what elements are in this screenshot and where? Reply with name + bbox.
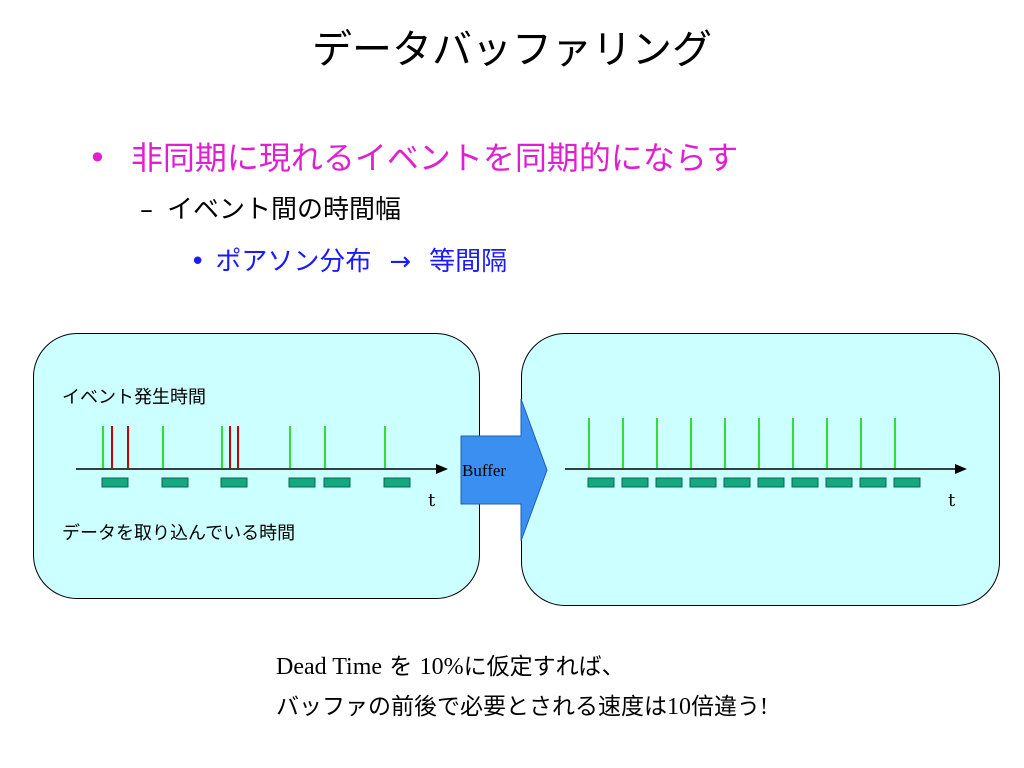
readout-block [587, 477, 615, 488]
readout-block [689, 477, 717, 488]
note-exclamation: ! [760, 694, 768, 720]
buffer-label: Buffer [462, 461, 507, 480]
note-percent: 10% [419, 654, 464, 680]
readout-block [655, 477, 683, 488]
bullet-level1-text: 非同期に現れるイベントを同期的にならす [130, 139, 739, 177]
buffer-arrow-icon [460, 398, 548, 542]
readout-block [323, 477, 351, 488]
note-assumption: に仮定すれば、 [463, 654, 625, 680]
readout-block [825, 477, 853, 488]
slide-title: データバッファリング [312, 27, 712, 73]
right-axis-t-label: t [948, 490, 956, 511]
right-axis-arrowhead-icon [955, 464, 967, 474]
bullet-level3-left: ポアソン分布 [215, 247, 372, 277]
event-time-label: イベント発生時間 [62, 387, 206, 408]
readout-block [893, 477, 921, 488]
readout-block [161, 477, 189, 488]
readout-block [220, 477, 248, 488]
note-factor: 10 [667, 694, 691, 720]
note-differs: 倍違う [691, 694, 760, 720]
note-line-2: バッファの前後で必要とされる速度は10倍違う! [276, 691, 768, 723]
note-particle: を [382, 654, 420, 680]
left-axis-arrowhead-icon [436, 464, 448, 474]
note-dead-time: Dead Time [276, 654, 383, 680]
bullet-level1: • 非同期に現れるイベントを同期的にならす [88, 136, 738, 180]
bullet-dot-icon: • [88, 139, 107, 177]
readout-block [101, 477, 129, 488]
readout-block [723, 477, 751, 488]
right-arrow-icon: → [389, 247, 412, 277]
bullet-dash-icon: – [140, 195, 153, 225]
readout-block [383, 477, 411, 488]
bullet-level3-right: 等間隔 [429, 247, 508, 277]
readout-time-label: データを取り込んでいる時間 [62, 523, 296, 544]
readout-block [757, 477, 785, 488]
readout-block [859, 477, 887, 488]
readout-block [791, 477, 819, 488]
left-axis-t-label: t [428, 490, 436, 511]
bullet-level2-text: イベント間の時間幅 [167, 195, 402, 225]
input-timeline-panel [33, 333, 480, 599]
bullet-small-dot-icon: • [190, 247, 206, 277]
readout-block [621, 477, 649, 488]
bullet-level2: –イベント間の時間幅 [140, 192, 401, 228]
readout-block [288, 477, 316, 488]
note-line-1: Dead Time を 10%に仮定すれば、 [276, 651, 625, 683]
bullet-level3: • ポアソン分布 → 等間隔 [190, 244, 507, 280]
note-speed-text: バッファの前後で必要とされる速度は [276, 694, 667, 720]
